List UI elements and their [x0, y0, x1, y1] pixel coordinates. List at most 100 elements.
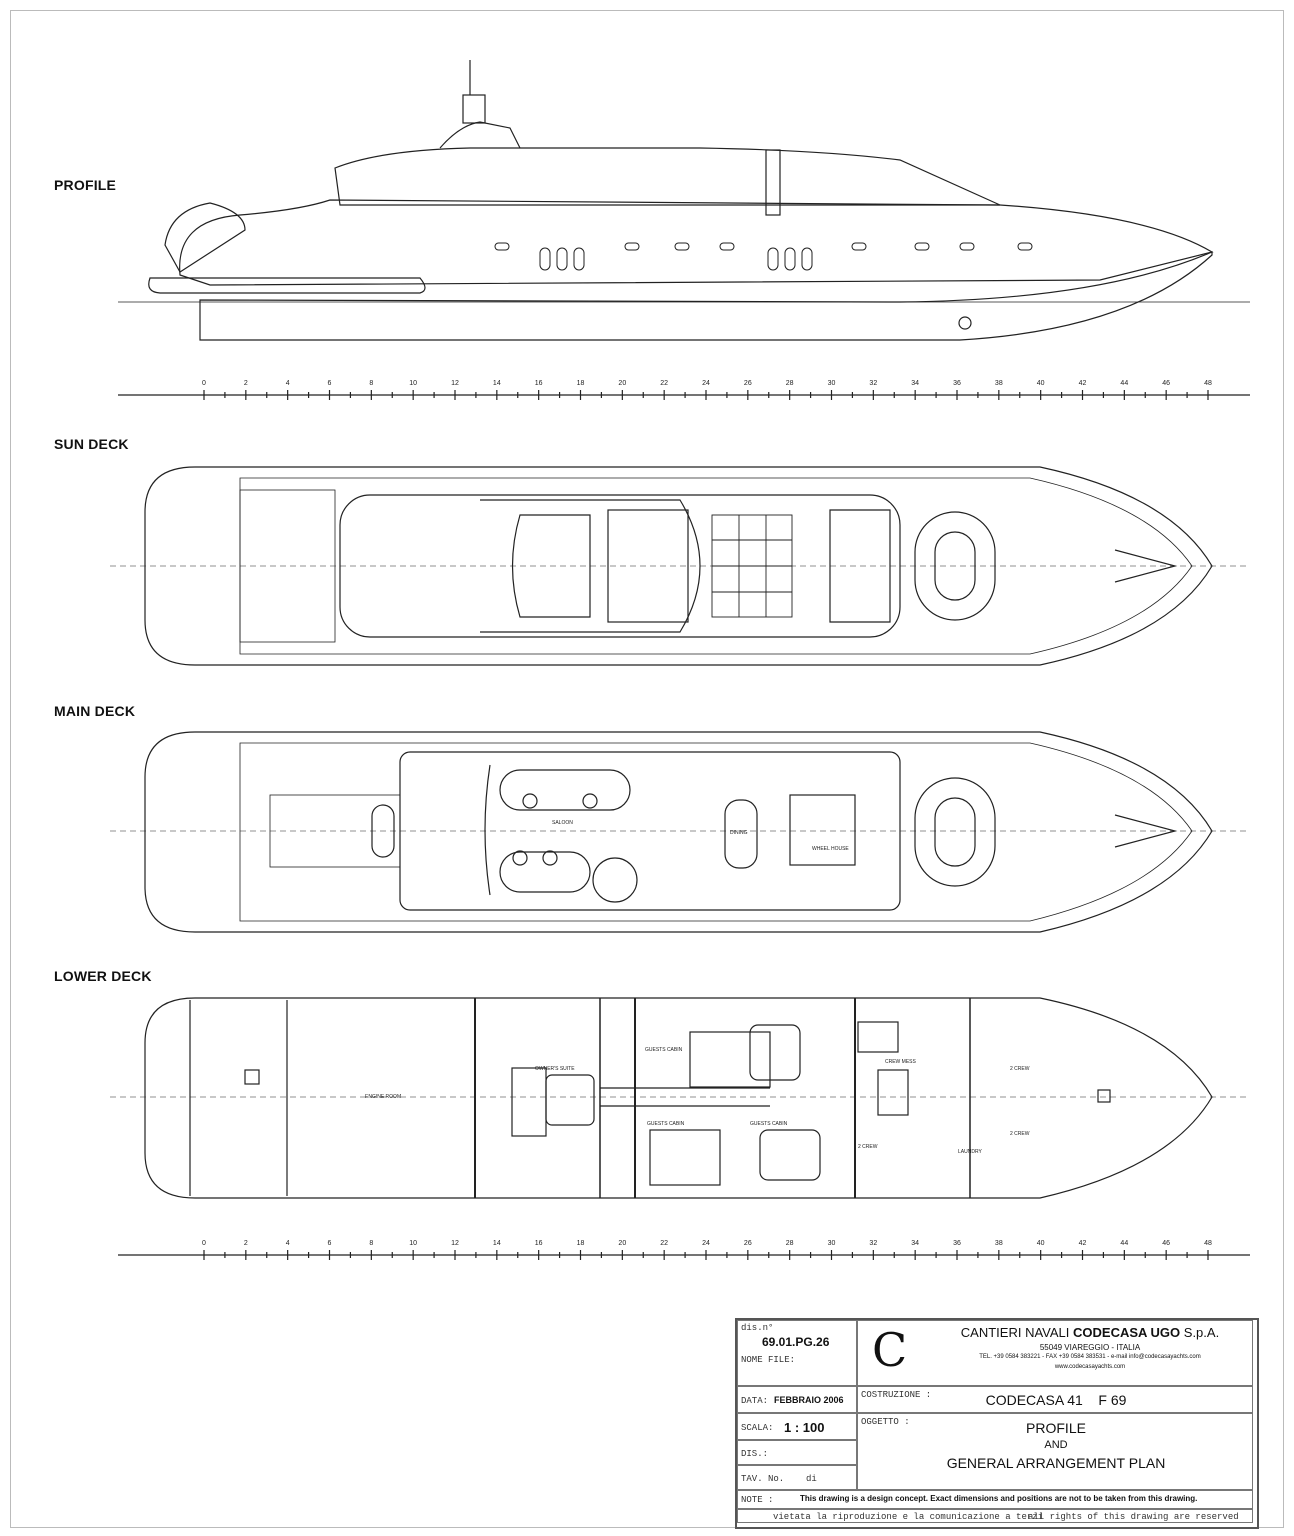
note-text: This drawing is a design concept. Exact … — [800, 1494, 1198, 1503]
room-label-laundry: LAUNDRY — [958, 1149, 982, 1155]
scale-tick-label: 40 — [1037, 1240, 1045, 1247]
date-label: DATA: — [741, 1396, 769, 1406]
room-label-wheel-house: WHEEL HOUSE — [812, 846, 849, 852]
codecasa-logo: C — [872, 1323, 908, 1377]
room-label-crew: 2 CREW — [858, 1144, 878, 1150]
construction-cell: COSTRUZIONE : CODECASA 41 F 69 — [857, 1386, 1253, 1413]
scale-tick-label: 22 — [660, 1240, 668, 1247]
scale-tick-label: 18 — [577, 1240, 585, 1247]
scale-tick-label: 24 — [702, 1240, 710, 1247]
subject-cell: OGGETTO : PROFILE AND GENERAL ARRANGEMEN… — [857, 1413, 1253, 1490]
rights-notice: all rights of this drawing are reserved — [1028, 1512, 1239, 1522]
drawing-number-cell: dis.n° 69.01.PG.26 NOME FILE: — [737, 1320, 857, 1386]
scale-tick-label: 30 — [828, 380, 836, 387]
scale-tick-label: 6 — [328, 380, 332, 387]
scale-tick-label: 20 — [618, 380, 626, 387]
scale-tick-label: 16 — [535, 1240, 543, 1247]
scale-tick-label: 12 — [451, 1240, 459, 1247]
sheet-label: TAV. No. — [741, 1474, 785, 1484]
profile-view — [118, 60, 1250, 341]
room-label-guests-cabin: GUESTS CABIN — [647, 1121, 685, 1127]
construction-value: CODECASA 41 F 69 — [985, 1392, 1127, 1408]
profile-label: PROFILE — [54, 177, 117, 193]
company-name: CANTIERI NAVALI CODECASA UGO S.p.A. — [960, 1325, 1220, 1340]
drawing-number: 69.01.PG.26 — [762, 1335, 830, 1349]
scale-tick-label: 42 — [1079, 1240, 1087, 1247]
scale-tick-label: 8 — [369, 380, 373, 387]
sheet-of-label: di — [806, 1474, 817, 1484]
scale-tick-label: 22 — [660, 380, 668, 387]
scale-tick-label: 32 — [869, 1240, 877, 1247]
sun-deck-label: SUN DECK — [54, 436, 129, 452]
nome-file-label: NOME FILE: — [741, 1355, 796, 1365]
lower-deck-plan — [110, 997, 1250, 1199]
scale-tick-label: 6 — [328, 1240, 332, 1247]
scale-tick-label: 44 — [1120, 1240, 1128, 1247]
room-label-saloon: SALOON — [552, 820, 573, 826]
subject-line: AND — [1044, 1439, 1068, 1451]
scale-tick-label: 12 — [451, 380, 459, 387]
room-label-owners-suite: OWNER'S SUITE — [535, 1066, 575, 1072]
main-deck-label: MAIN DECK — [54, 703, 136, 719]
scale-tick-label: 16 — [535, 380, 543, 387]
scale-tick-label: 46 — [1162, 380, 1170, 387]
subject-line: PROFILE — [1026, 1420, 1086, 1436]
company-cell: C CANTIERI NAVALI CODECASA UGO S.p.A. 55… — [857, 1320, 1253, 1386]
room-label-dining: DINING — [730, 830, 748, 836]
scale-tick-label: 24 — [702, 380, 710, 387]
scale-tick-label: 36 — [953, 1240, 961, 1247]
scale-tick-label: 34 — [911, 1240, 919, 1247]
scale-tick-label: 42 — [1079, 380, 1087, 387]
scale-tick-label: 34 — [911, 380, 919, 387]
lower-deck-label: LOWER DECK — [54, 968, 152, 984]
scale-tick-label: 14 — [493, 380, 501, 387]
scale-tick-label: 44 — [1120, 380, 1128, 387]
scale-tick-label: 14 — [493, 1240, 501, 1247]
date-cell: DATA: FEBBRAIO 2006 — [737, 1386, 857, 1413]
date-value: FEBBRAIO 2006 — [774, 1395, 844, 1405]
scale-tick-label: 26 — [744, 380, 752, 387]
room-label-crew: 2 CREW — [1010, 1066, 1030, 1072]
room-label-crew: 2 CREW — [1010, 1131, 1030, 1137]
room-label-guests-cabin: GUESTS CABIN — [645, 1047, 683, 1053]
company-contact: TEL. +39 0584 383221 - FAX +39 0584 3835… — [979, 1354, 1201, 1360]
scale-tick-label: 38 — [995, 380, 1003, 387]
company-website: www.codecasayachts.com — [1054, 1364, 1126, 1370]
propeller-icon — [958, 316, 972, 330]
scale-value: 1 : 100 — [784, 1420, 825, 1435]
scale-tick-label: 0 — [202, 380, 206, 387]
scale-tick-label: 32 — [869, 380, 877, 387]
dis-label: dis.n° — [741, 1323, 774, 1333]
construction-label: COSTRUZIONE : — [861, 1390, 932, 1400]
scale-tick-label: 36 — [953, 380, 961, 387]
scale-tick-label: 28 — [786, 1240, 794, 1247]
note-label: NOTE : — [741, 1495, 774, 1505]
scale-tick-label: 0 — [202, 1240, 206, 1247]
drawn-by-cell: DIS.: — [737, 1440, 857, 1465]
title-block: dis.n° 69.01.PG.26 NOME FILE: C CANTIERI… — [735, 1318, 1259, 1529]
scale-tick-label: 46 — [1162, 1240, 1170, 1247]
scale-cell: SCALA: 1 : 100 — [737, 1413, 857, 1440]
scale-tick-label: 18 — [577, 380, 585, 387]
drawn-by-label: DIS.: — [741, 1449, 769, 1459]
company-address: 55049 VIAREGGIO - ITALIA — [1039, 1343, 1141, 1352]
scale-tick-label: 38 — [995, 1240, 1003, 1247]
sheet-cell: TAV. No. di — [737, 1465, 857, 1490]
note-cell: NOTE : This drawing is a design concept.… — [737, 1490, 1253, 1509]
scale-tick-label: 28 — [786, 380, 794, 387]
rights-cell: vietata la riproduzione e la comunicazio… — [737, 1509, 1253, 1523]
scale-tick-label: 48 — [1204, 380, 1212, 387]
scale-tick-label: 20 — [618, 1240, 626, 1247]
scale-tick-label: 2 — [244, 1240, 248, 1247]
room-label-crew-mess: CREW MESS — [885, 1059, 917, 1065]
room-label-engine-room: ENGINE ROOM — [365, 1094, 401, 1100]
scale-tick-label: 4 — [286, 380, 290, 387]
scale-tick-label: 8 — [369, 1240, 373, 1247]
drawing-frame — [10, 10, 1284, 1528]
sun-deck-plan — [110, 466, 1250, 666]
reproduction-notice: vietata la riproduzione e la comunicazio… — [773, 1512, 1044, 1522]
scale-tick-label: 40 — [1037, 380, 1045, 387]
main-deck-plan — [110, 731, 1250, 933]
